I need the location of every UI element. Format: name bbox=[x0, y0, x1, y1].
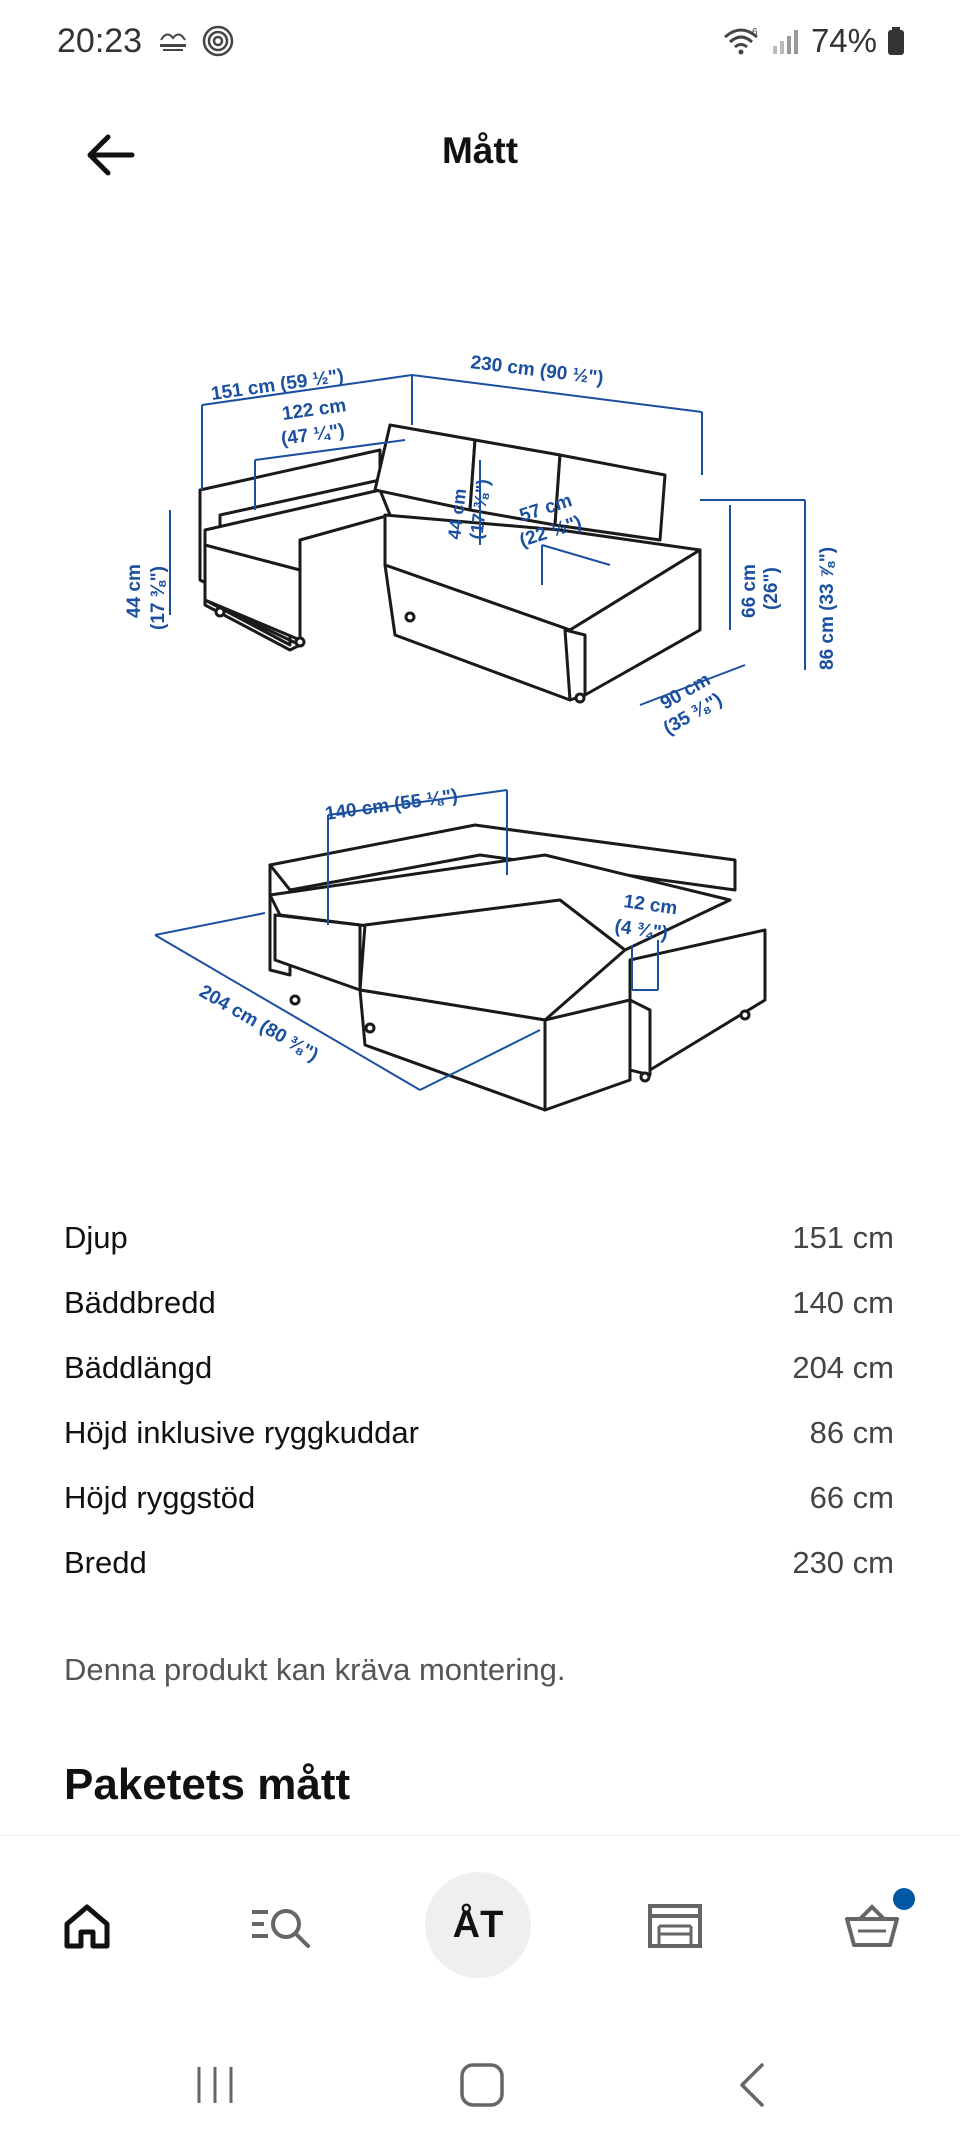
spec-row: Bäddbredd 140 cm bbox=[64, 1270, 894, 1335]
dimension-specs-list: Djup 151 cm Bäddbredd 140 cm Bäddlängd 2… bbox=[64, 1205, 894, 1595]
search-list-icon bbox=[252, 1909, 310, 1948]
home-system-button[interactable] bbox=[437, 2040, 527, 2130]
dim-bed-length-label: 204 cm (80 ⅜") bbox=[196, 981, 322, 1066]
cart-badge bbox=[893, 1888, 915, 1910]
spec-label: Bäddbredd bbox=[64, 1284, 216, 1320]
sofa-top-view: 151 cm (59 ½") 230 cm (90 ½") 122 cm (47… bbox=[124, 352, 838, 739]
assembly-note: Denna produkt kan kräva montering. bbox=[64, 1652, 566, 1687]
nav-home[interactable] bbox=[37, 1876, 137, 1976]
arrow-left-icon bbox=[87, 134, 135, 176]
dim-chaise-seat-in-label: (47 ¼") bbox=[280, 420, 346, 450]
spec-value: 151 cm bbox=[792, 1219, 894, 1255]
wifi-icon: 6 bbox=[723, 27, 758, 55]
bottom-nav: ÅT bbox=[0, 1835, 960, 2006]
status-left-icons bbox=[157, 24, 235, 58]
spec-row: Djup 151 cm bbox=[64, 1205, 894, 1270]
spec-label: Höjd inklusive ryggkuddar bbox=[64, 1414, 419, 1450]
system-navigation-bar bbox=[0, 2020, 960, 2133]
status-time: 20:23 bbox=[57, 22, 143, 60]
status-right: 6 74% bbox=[721, 22, 905, 60]
nav-cart[interactable] bbox=[822, 1876, 922, 1976]
spec-value: 204 cm bbox=[792, 1349, 894, 1385]
header: Mått bbox=[0, 110, 960, 200]
nav-search[interactable] bbox=[232, 1876, 332, 1976]
back-system-button[interactable] bbox=[707, 2040, 797, 2130]
dimension-diagram: 151 cm (59 ½") 230 cm (90 ½") 122 cm (47… bbox=[0, 300, 960, 1130]
dim-total-height-label: 86 cm (33 ⅞") bbox=[817, 547, 838, 670]
dim-back-height-label: 66 cm bbox=[739, 564, 760, 618]
home-icon bbox=[64, 1904, 110, 1949]
battery-icon bbox=[888, 27, 904, 55]
signal-icon bbox=[772, 30, 798, 54]
spec-value: 86 cm bbox=[809, 1414, 894, 1450]
dim-seat-height-left-label: 44 cm bbox=[124, 564, 145, 618]
spec-row: Bredd 230 cm bbox=[64, 1530, 894, 1595]
nav-store[interactable] bbox=[625, 1876, 725, 1976]
package-dimensions-heading: Paketets mått bbox=[64, 1760, 351, 1809]
spec-label: Djup bbox=[64, 1219, 128, 1255]
nav-assistant[interactable]: ÅT bbox=[425, 1872, 531, 1978]
spec-value: 230 cm bbox=[792, 1544, 894, 1580]
spec-row: Höjd inklusive ryggkuddar 86 cm bbox=[64, 1400, 894, 1465]
dim-back-height-in-label: (26") bbox=[761, 567, 782, 610]
recent-apps-icon bbox=[197, 2067, 233, 2103]
spec-label: Bäddlängd bbox=[64, 1349, 213, 1385]
spec-row: Höjd ryggstöd 66 cm bbox=[64, 1465, 894, 1530]
status-bar: 20:23 6 74% bbox=[0, 0, 960, 86]
recent-apps-button[interactable] bbox=[170, 2040, 260, 2130]
spec-label: Höjd ryggstöd bbox=[64, 1479, 256, 1515]
dim-seat-height-left-in-label: (17 ⅜") bbox=[148, 566, 169, 630]
page-title: Mått bbox=[441, 130, 519, 171]
bank-id-icon bbox=[160, 33, 186, 51]
nfc-icon bbox=[202, 25, 234, 57]
dim-bed-width-label: 140 cm (55 ⅛") bbox=[324, 786, 459, 825]
cart-icon bbox=[845, 1904, 899, 1947]
spec-value: 140 cm bbox=[792, 1284, 894, 1320]
home-square-icon bbox=[460, 2063, 504, 2107]
spec-label: Bredd bbox=[64, 1544, 147, 1580]
chevron-left-icon bbox=[740, 2063, 764, 2107]
sofa-bed-view: 140 cm (55 ⅛") 12 cm (4 ¾") 204 cm (80 ⅜… bbox=[154, 786, 767, 1112]
battery-percent: 74% bbox=[810, 22, 877, 59]
svg-text:6: 6 bbox=[752, 27, 758, 38]
store-icon bbox=[648, 1904, 702, 1948]
dim-width-label: 230 cm (90 ½") bbox=[469, 352, 604, 389]
spec-value: 66 cm bbox=[809, 1479, 894, 1515]
back-button[interactable] bbox=[70, 120, 150, 190]
sofa-dimension-drawing: 151 cm (59 ½") 230 cm (90 ½") 122 cm (47… bbox=[124, 352, 838, 1112]
spec-row: Bäddlängd 204 cm bbox=[64, 1335, 894, 1400]
